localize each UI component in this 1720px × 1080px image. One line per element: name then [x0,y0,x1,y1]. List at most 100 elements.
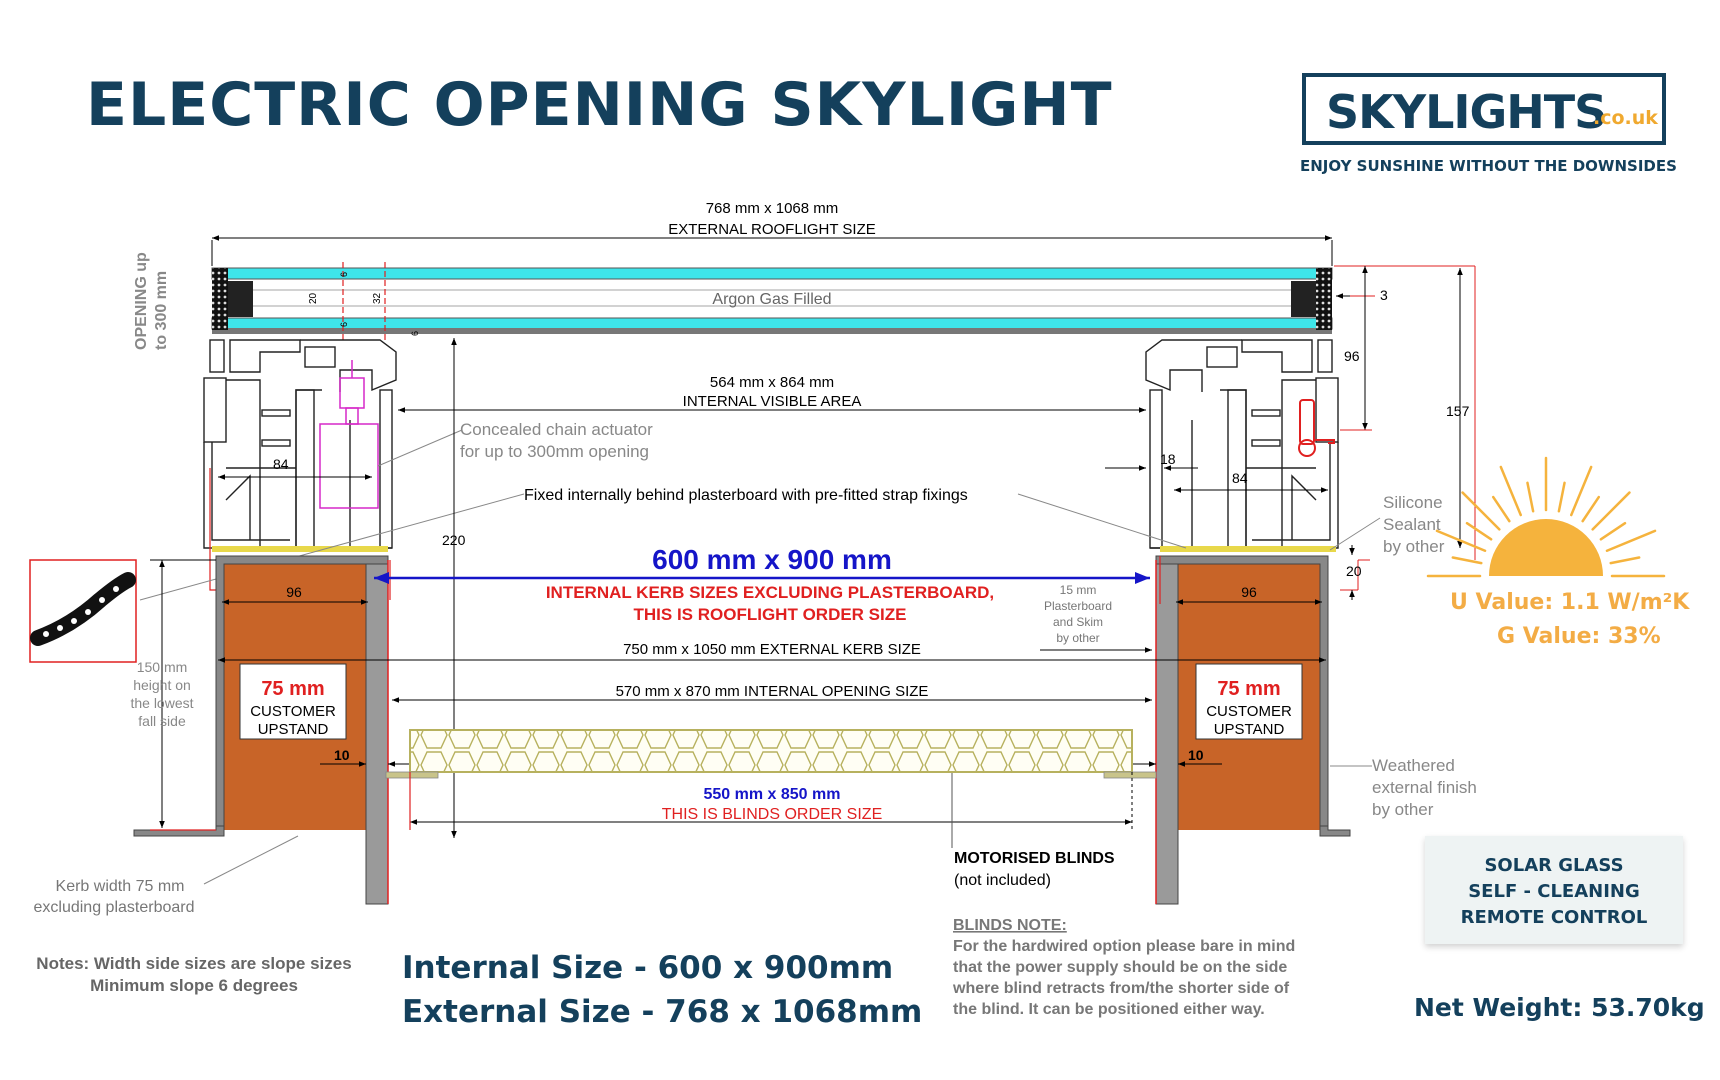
kerb-width-leader [203,835,299,885]
kerb-internal-2: THIS IS ROOFLIGHT ORDER SIZE [634,605,907,624]
upstand-left: 75 mm CUSTOMER UPSTAND [239,663,347,740]
external-dimension: 768 mm x 1068 mm EXTERNAL ROOFLIGHT SIZE [211,200,1333,266]
upstand-customer-left: CUSTOMER [250,703,336,720]
sun-ray [1491,495,1511,523]
dim-10-left: 10 [334,747,350,763]
plasterboard-2: Plasterboard [1044,599,1112,613]
internal-visible-dims: 564 mm x 864 mm [710,374,834,391]
left-seal-strip [212,546,388,552]
silicone-leader [1329,517,1381,551]
height-4: fall side [138,713,186,729]
plasterboard-4: by other [1056,631,1099,645]
kerb-width-1: Kerb width 75 mm [56,878,185,895]
blinds-note-3: where blind retracts from/the shorter si… [952,980,1290,997]
sun-ray [1451,556,1483,565]
brand-logo: SKYLIGHTS .co.uk [1302,73,1666,145]
external-rooflight-dims: 768 mm x 1068 mm [706,200,839,217]
weathered-3: by other [1372,800,1434,819]
internal-size: Internal Size - 600 x 900mm [402,950,894,986]
slope-notes: Notes: Width side sizes are slope sizes … [24,953,364,997]
sun-ray [1605,529,1657,552]
blinds-note-title: BLINDS NOTE: [953,917,1067,934]
external-rooflight-label: EXTERNAL ROOFLIGHT SIZE [668,221,876,238]
sun-ray [1465,521,1493,541]
height-1: 150 mm [137,659,188,675]
dim-20: 20 [1346,563,1362,579]
actuator-label-1: Concealed chain actuator [460,420,653,439]
dim-84-right: 84 [1232,470,1248,486]
motorised-1: MOTORISED BLINDS [954,850,1115,867]
upstand-upstand-right: UPSTAND [1214,721,1285,738]
opening-label-1: OPENING up [133,252,150,350]
sun-ray [1557,481,1566,513]
dim-96-right-vertical: 96 [1344,348,1360,364]
blinds-note-4: the blind. It can be positioned either w… [953,1001,1265,1018]
kerb-internal-dims: 600 mm x 900 mm [652,544,892,575]
left-frame-profile [203,339,397,549]
u-value: U Value: 1.1 W/m²K [1450,590,1690,615]
g-value: G Value: 33% [1497,624,1661,649]
height-2: height on [133,677,191,693]
sun-ray [1581,495,1601,523]
chain-actuator [319,360,379,509]
internal-visible-dimension: 564 mm x 864 mm INTERNAL VISIBLE AREA [398,374,1146,413]
net-weight: Net Weight: 53.70kg [1414,993,1705,1022]
glass-dim-6b: 6 [339,322,349,327]
feature-remote-control: REMOTE CONTROL [1460,907,1648,928]
feature-solar-glass: SOLAR GLASS [1484,855,1624,876]
sun-ray [1461,491,1501,531]
sun-ray [1499,465,1522,517]
blinds-dims: 550 mm x 850 mm [704,786,841,803]
logo-wordmark: SKYLIGHTS [1326,85,1607,139]
actuator-leader [377,429,463,467]
blinds-note-1: For the hardwired option please bare in … [953,938,1295,955]
upstand-mm-right: 75 mm [1217,678,1280,700]
external-size: External Size - 768 x 1068mm [402,994,923,1030]
features-panel: SOLAR GLASS SELF - CLEANING REMOTE CONTR… [1425,836,1683,944]
logo-domain: .co.uk [1593,107,1658,129]
argon-label: Argon Gas Filled [712,291,831,308]
dim-96-left: 96 [286,584,302,600]
weathered-1: Weathered [1372,756,1455,775]
sun-ray [1609,556,1641,565]
sun-ray [1591,491,1631,531]
silicone-1: Silicone [1383,493,1443,512]
dim-96-right: 96 [1241,584,1257,600]
silicone-3: by other [1383,537,1445,556]
glass-dim-6c: 6 [410,331,420,336]
internal-visible-label: INTERNAL VISIBLE AREA [683,393,862,410]
kerb-internal-1: INTERNAL KERB SIZES EXCLUDING PLASTERBOA… [546,583,994,602]
sun-icon [1426,456,1666,578]
height-3: the lowest [130,695,193,711]
notes-line-2: Minimum slope 6 degrees [90,976,298,995]
feature-self-cleaning: SELF - CLEANING [1468,881,1640,902]
internal-opening: 570 mm x 870 mm INTERNAL OPENING SIZE [616,683,929,700]
right-seal-strip [1160,546,1336,552]
glass-dim-20: 20 [308,292,319,304]
upstand-upstand-left: UPSTAND [258,721,329,738]
dim-157: 157 [1446,403,1470,419]
brand-tagline: ENJOY SUNSHINE WITHOUT THE DOWNSIDES [1300,157,1677,175]
strap-fixing-icon [29,559,137,663]
sun-ray [1435,529,1487,552]
blinds-note-2: that the power supply should be on the s… [953,959,1287,976]
right-hinge [1298,399,1335,457]
dim-3: 3 [1380,287,1388,303]
fixed-leader-left [139,493,525,601]
dim-18: 18 [1160,451,1176,467]
dim-10-right: 10 [1188,747,1204,763]
weathered-2: external finish [1372,778,1477,797]
upstand-mm-left: 75 mm [261,678,324,700]
page-title: ELECTRIC OPENING SKYLIGHT [86,70,1113,140]
glass-unit [211,262,1333,340]
plasterboard-3: and Skim [1053,615,1103,629]
actuator-label-2: for up to 300mm opening [460,442,649,461]
external-kerb: 750 mm x 1050 mm EXTERNAL KERB SIZE [623,641,921,658]
motorised-2: (not included) [954,872,1051,889]
fixed-label: Fixed internally behind plasterboard wit… [524,487,968,504]
notes-line-1: Notes: Width side sizes are slope sizes [36,954,352,973]
sun-ray [1526,481,1535,513]
silicone-2: Sealant [1383,515,1441,534]
motorised-blind [385,729,1157,779]
